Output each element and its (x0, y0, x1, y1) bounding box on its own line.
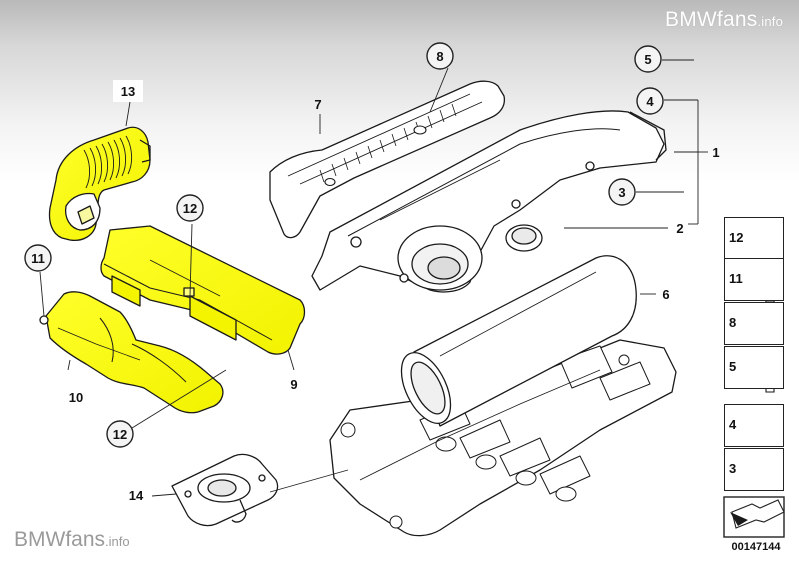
callout-14-label: 14 (129, 488, 144, 503)
callout-9-label: 9 (290, 377, 297, 392)
legend-number-3: 3 (729, 461, 737, 476)
legend-number-11: 11 (729, 271, 743, 286)
callout-2: 2 (676, 221, 683, 236)
callout-12-lower-label: 12 (113, 427, 127, 442)
watermark-top-brand: BMWfans (665, 8, 758, 31)
part-10-engine-cover-lower (39, 291, 224, 414)
callout-2-label: 2 (676, 221, 683, 236)
legend-cell-8: 8 (724, 302, 784, 345)
legend-number-12: 12 (729, 230, 744, 245)
part-8-duct-retainer (324, 125, 427, 187)
watermark-bottom-suffix: .info (105, 534, 130, 549)
legend-cell-3: 3 (724, 448, 784, 491)
part-7-side-cover (269, 80, 506, 239)
legend-cell-12: 12 (724, 217, 784, 260)
legend-number-5: 5 (729, 359, 737, 374)
callout-6: 6 (662, 287, 669, 302)
callout-7-label: 7 (314, 97, 321, 112)
leader-lines (39, 59, 708, 497)
part-14-bracket (171, 453, 279, 527)
callout-3: 3 (608, 178, 636, 206)
callout-4-label: 4 (646, 94, 654, 109)
watermark-top-suffix: .info (757, 14, 783, 29)
watermark-top: BMWfans.info (665, 8, 783, 32)
diagram-reference-number: 00147144 (731, 541, 781, 553)
callout-9: 9 (290, 377, 297, 392)
callout-13-label: 13 (121, 84, 135, 99)
watermark-bottom-brand: BMWfans (14, 528, 106, 551)
callout-12-upper-label: 12 (183, 201, 197, 216)
part-6-filter-tube (400, 255, 637, 427)
part-13-intake-hose (48, 126, 151, 242)
callout-5: 5 (634, 45, 662, 73)
legend-number-4: 4 (729, 417, 737, 432)
callout-14: 14 (129, 488, 144, 503)
legend-arrow-icon (723, 496, 785, 538)
callout-8: 8 (426, 42, 454, 70)
callout-10: 10 (69, 390, 83, 405)
legend-cell-11: 11 (724, 258, 784, 301)
callout-4: 4 (636, 87, 664, 115)
callout-10-label: 10 (69, 390, 83, 405)
part-9-engine-cover-upper (100, 225, 306, 355)
callout-8-label: 8 (436, 49, 443, 64)
callout-11: 11 (24, 244, 52, 272)
legend-cell-5: 5 (724, 346, 784, 389)
callout-3-label: 3 (618, 185, 625, 200)
callout-12-upper: 12 (176, 194, 204, 222)
callout-11-label: 11 (31, 251, 45, 266)
callout-13: 13 (113, 80, 143, 102)
callout-1: 1 (712, 145, 719, 160)
callout-7: 7 (314, 97, 321, 112)
part-1-acoustic-cover (311, 110, 667, 293)
callout-6-label: 6 (662, 287, 669, 302)
legend-number-8: 8 (729, 315, 737, 330)
part-3-grommet-detail (505, 224, 543, 252)
callout-1-label: 1 (712, 145, 719, 160)
callout-5-label: 5 (644, 52, 651, 67)
legend-cell-4: 4 (724, 404, 784, 447)
callout-12-lower: 12 (106, 420, 134, 448)
watermark-bottom: BMWfans.info (14, 528, 130, 552)
